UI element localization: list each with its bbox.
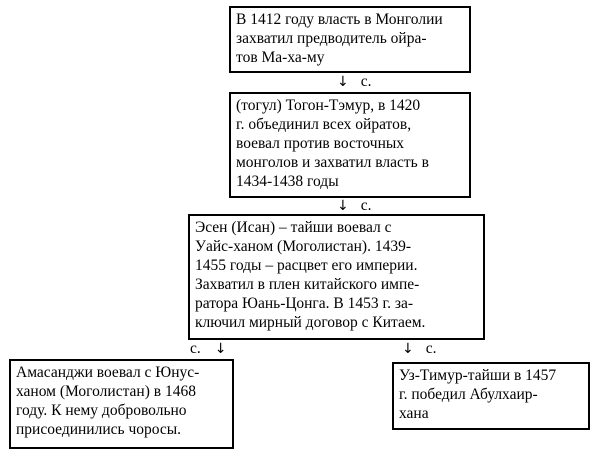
- down-arrow-icon: ↓: [214, 341, 227, 357]
- down-arrow-icon: ↓: [337, 74, 349, 90]
- box-uz-timur: Уз-Тимур-тайши в 1457 г. победил Абулхаи…: [392, 362, 590, 430]
- connector-2: ↓ с.: [337, 197, 372, 215]
- connector-label: с.: [425, 340, 437, 357]
- connector-4: ↓ с.: [402, 340, 437, 358]
- box-esen: Эсен (Исан) – тайши воевал с Уайс-ханом …: [188, 214, 485, 340]
- connector-1: ↓ с.: [337, 73, 372, 91]
- connector-label: с.: [360, 73, 372, 90]
- connector-label: с.: [360, 197, 372, 214]
- connector-label: с.: [190, 340, 201, 357]
- box-amasanji: Амасанджи воевал с Юнус- ханом (Моголист…: [9, 359, 234, 449]
- down-arrow-icon: ↓: [337, 198, 349, 214]
- connector-3: с. ↓: [190, 340, 227, 358]
- down-arrow-icon: ↓: [402, 341, 414, 357]
- box-togon-temur: (тогул) Тогон-Тэмур, в 1420 г. объединил…: [229, 92, 471, 198]
- box-makhamu: В 1412 году власть в Монголии захватил п…: [229, 6, 471, 73]
